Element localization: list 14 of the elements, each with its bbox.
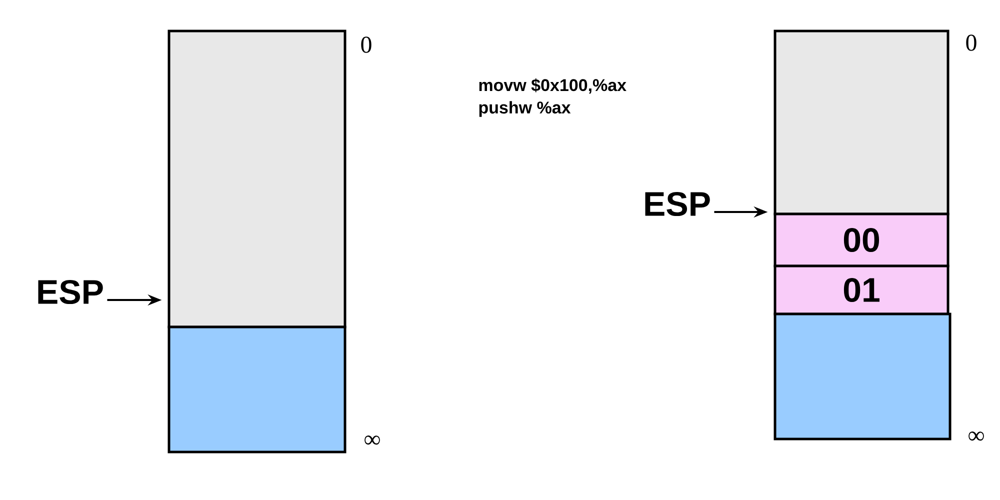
address-label: 0 — [966, 34, 976, 51]
pointer-label: ESP — [38, 280, 103, 304]
code-line: pushw %ax — [479, 101, 571, 117]
memory-cell: 01 — [774, 264, 950, 316]
code-line: movw $0x100,%ax — [479, 78, 626, 94]
memory-cell: 00 — [774, 212, 950, 268]
pointer-label: ESP — [645, 192, 710, 216]
address-label: ∞ — [364, 436, 380, 445]
address-label: ∞ — [968, 432, 984, 441]
memory-region — [774, 312, 952, 440]
memory-region — [168, 326, 346, 454]
memory-region — [774, 30, 950, 216]
address-label: 0 — [361, 36, 372, 53]
memory-region — [168, 30, 346, 328]
